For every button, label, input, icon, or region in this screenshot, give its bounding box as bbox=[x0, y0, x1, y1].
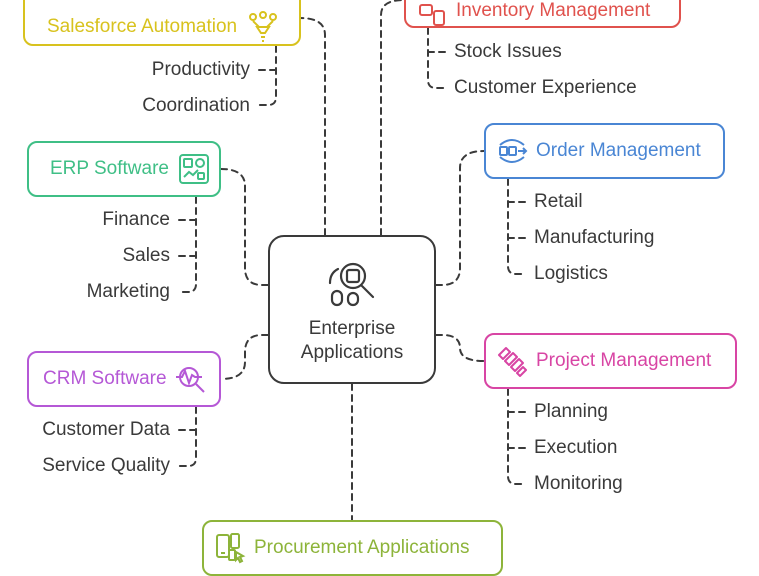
node-inventory-management[interactable]: Inventory Management bbox=[404, 0, 681, 28]
leaf-customer-experience: Customer Experience bbox=[454, 77, 637, 98]
leaf-service-quality: Service Quality bbox=[42, 455, 170, 476]
leaf-coordination: Coordination bbox=[142, 95, 250, 116]
node-order-label: Order Management bbox=[536, 140, 701, 161]
node-crm-software[interactable]: CRM Software bbox=[27, 351, 221, 407]
connector-salesforce bbox=[299, 17, 326, 236]
center-title-line1: Enterprise bbox=[308, 318, 396, 339]
leaf-customer-data: Customer Data bbox=[42, 419, 170, 440]
node-inventory-label: Inventory Management bbox=[456, 0, 651, 21]
connector-project bbox=[435, 334, 485, 362]
leaf-marketing: Marketing bbox=[86, 281, 170, 302]
leaf-retail: Retail bbox=[534, 191, 583, 212]
node-erp-label: ERP Software bbox=[50, 158, 169, 179]
connector-inventory bbox=[380, 0, 405, 236]
stripes-icon bbox=[498, 347, 527, 377]
leaf-manufacturing: Manufacturing bbox=[534, 227, 655, 248]
funnel-icon bbox=[249, 11, 278, 42]
dashboard-icon bbox=[178, 154, 209, 184]
leaf-planning: Planning bbox=[534, 401, 608, 422]
node-order-management[interactable]: Order Management bbox=[484, 123, 725, 179]
center-title: Enterprise Applications bbox=[270, 317, 434, 365]
center-node[interactable]: Enterprise Applications bbox=[268, 235, 436, 384]
connector-salesforce-items bbox=[257, 45, 277, 106]
boxes-icon bbox=[419, 4, 445, 26]
connector-order bbox=[435, 150, 485, 286]
search-analytics-icon bbox=[328, 262, 375, 307]
node-procurement-applications[interactable]: Procurement Applications bbox=[202, 520, 503, 576]
node-procurement-label: Procurement Applications bbox=[254, 537, 470, 558]
node-salesforce-automation[interactable]: Salesforce Automation bbox=[23, 0, 301, 46]
connector-inventory-items bbox=[427, 27, 447, 89]
leaf-stock-issues: Stock Issues bbox=[454, 41, 562, 62]
leaf-execution: Execution bbox=[534, 437, 618, 458]
node-project-management[interactable]: Project Management bbox=[484, 333, 737, 389]
connector-erp bbox=[220, 168, 269, 286]
connector-project-items bbox=[507, 388, 527, 485]
leaf-finance: Finance bbox=[102, 209, 170, 230]
leaf-monitoring: Monitoring bbox=[534, 473, 623, 494]
node-salesforce-label: Salesforce Automation bbox=[47, 16, 238, 37]
center-title-line2: Applications bbox=[300, 342, 404, 363]
leaf-sales: Sales bbox=[122, 245, 170, 266]
flow-icon bbox=[499, 139, 528, 163]
node-project-label: Project Management bbox=[536, 350, 712, 371]
connector-erp-items bbox=[177, 196, 197, 293]
devices-cursor-icon bbox=[216, 533, 246, 564]
connector-crm-items bbox=[177, 406, 197, 467]
connector-crm bbox=[220, 334, 269, 380]
leaf-productivity: Productivity bbox=[151, 59, 250, 80]
leaf-logistics: Logistics bbox=[534, 263, 608, 284]
node-erp-software[interactable]: ERP Software bbox=[27, 141, 221, 197]
magnifier-pulse-icon bbox=[175, 367, 205, 393]
node-crm-label: CRM Software bbox=[43, 368, 167, 389]
connector-order-items bbox=[507, 178, 527, 275]
